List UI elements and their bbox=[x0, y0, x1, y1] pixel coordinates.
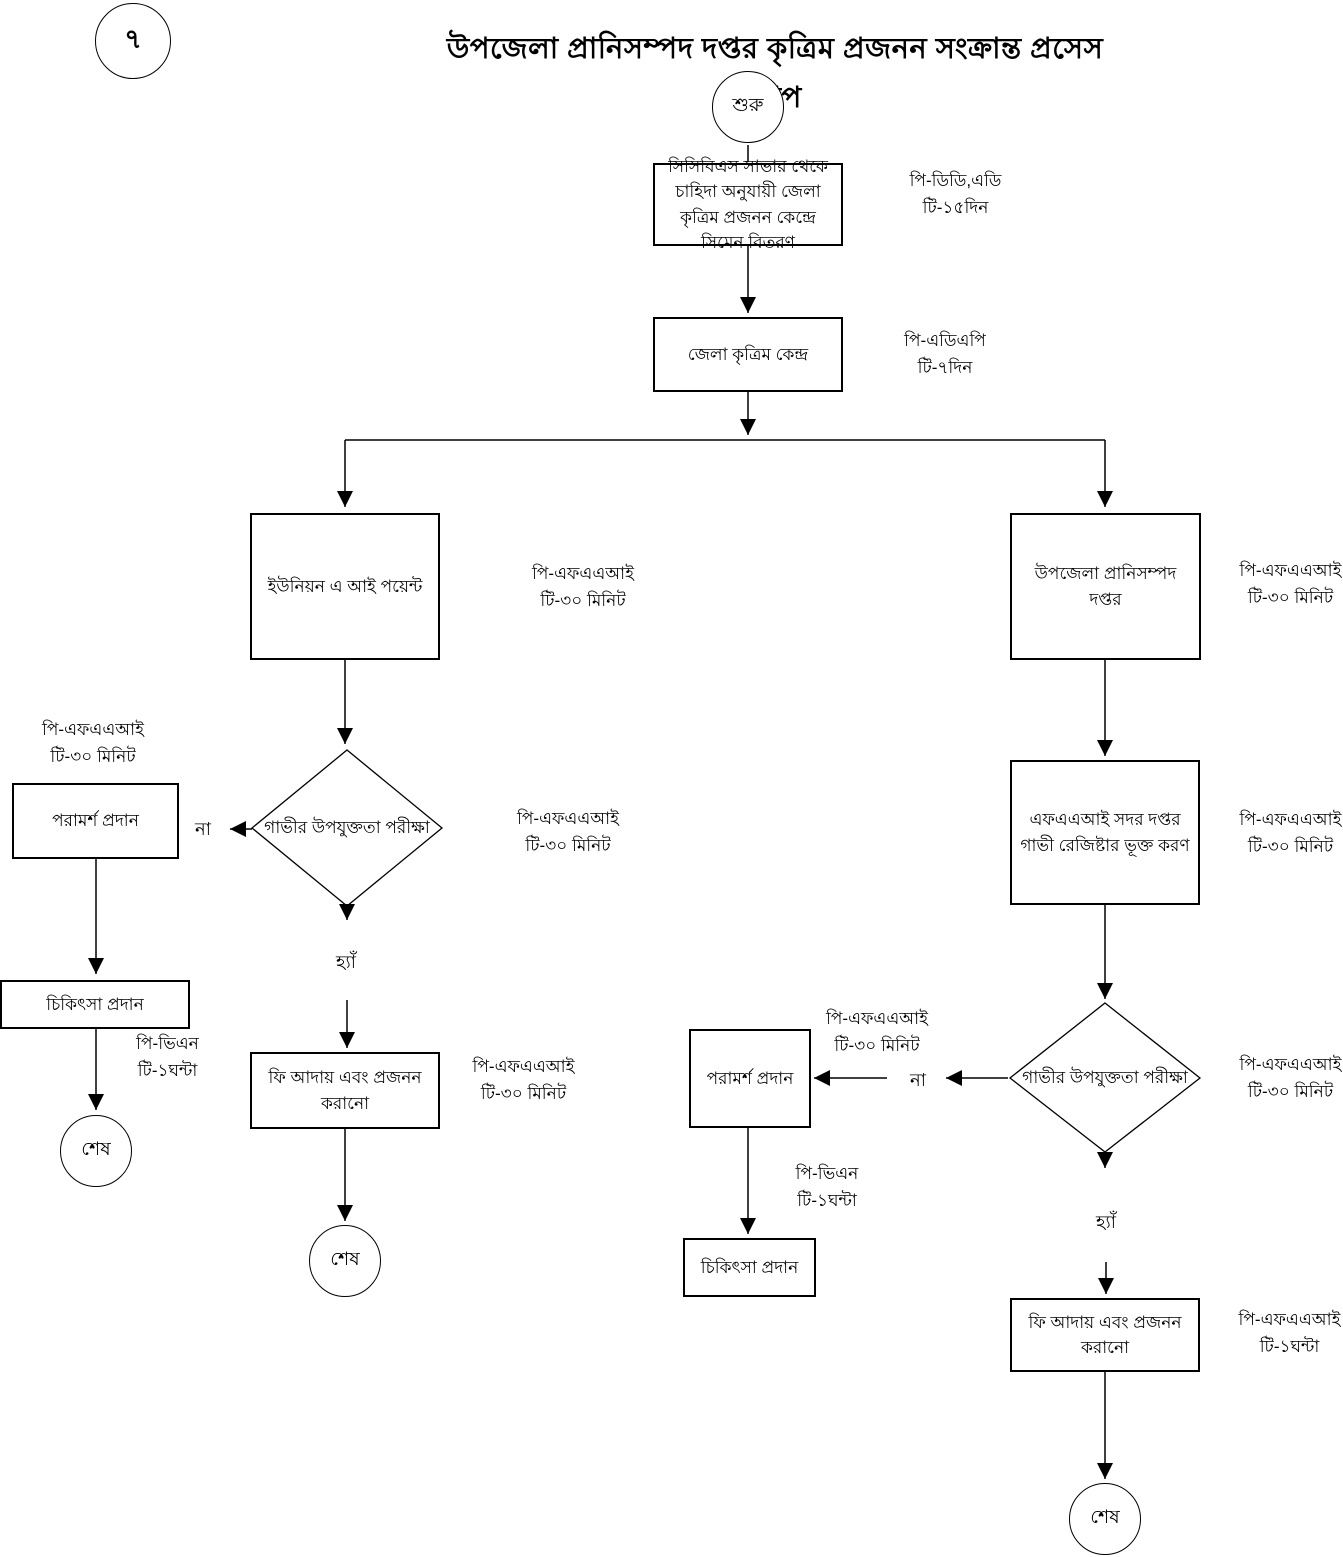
start-terminal: শুরু bbox=[712, 71, 784, 143]
node-left-fee-and-insemination: ফি আদায় এবং প্রজনন করানো bbox=[250, 1052, 440, 1129]
node-district-ai-center: জেলা কৃত্রিম কেন্দ্র bbox=[653, 317, 843, 392]
end-label-center: শেষ bbox=[330, 1249, 360, 1270]
node-right-treatment: চিকিৎসা প্রদান bbox=[683, 1238, 816, 1297]
annotation-left-advice: পি-এফএএআই টি-৩০ মিনিট bbox=[28, 716, 158, 770]
branch-label-left-yes: হ্যাঁ bbox=[336, 952, 356, 972]
annotation-right-advice-person: পি-এফএএআই bbox=[826, 1009, 928, 1028]
start-label: শুরু bbox=[732, 95, 764, 116]
annotation-faai-register: পি-এফএএআই টি-৩০ মিনিট bbox=[1238, 806, 1343, 860]
annotation-district-center: পি-এডিএপি টি-৭দিন bbox=[885, 327, 1005, 381]
end-terminal-left: শেষ bbox=[60, 1115, 132, 1187]
end-label-left: শেষ bbox=[81, 1139, 111, 1160]
annotation-left-treatment-person: পি-ভিএন bbox=[136, 1034, 199, 1053]
annotation-left-decision-person: পি-এফএএআই bbox=[517, 809, 619, 828]
page-number-badge: ৭ bbox=[95, 3, 171, 79]
node-left-advice: পরামর্শ প্রদান bbox=[12, 783, 179, 859]
annotation-register-person: পি-এফএএআই bbox=[1239, 810, 1342, 829]
node-upazila-livestock-office: উপজেলা প্রানিসম্পদ দপ্তর bbox=[1010, 513, 1201, 660]
annotation-register-time: টি-৩০ মিনিট bbox=[1247, 837, 1334, 857]
annotation-left-decision-time: টি-৩০ মিনিট bbox=[525, 836, 611, 856]
annotation-left-fee-person: পি-এফএএআই bbox=[472, 1057, 575, 1076]
decision-label-left-cow-suitability: গাভীর উপযুক্ততা পরীক্ষা bbox=[264, 818, 430, 838]
node-right-advice: পরামর্শ প্রদান bbox=[689, 1029, 811, 1128]
annotation-union-time: টি-৩০ মিনিট bbox=[540, 591, 626, 611]
annotation-right-advice-time: টি-৩০ মিনিট bbox=[834, 1036, 920, 1056]
annotation-ccbs-person: পি-ডিডি,এডি bbox=[909, 171, 1002, 190]
annotation-ccbs: পি-ডিডি,এডি টি-১৫দিন bbox=[888, 167, 1023, 221]
end-terminal-center: শেষ bbox=[309, 1225, 381, 1297]
annotation-left-advice-time: টি-৩০ মিনিট bbox=[50, 747, 136, 767]
node-ccbs-semen-distribution: সিসিবিএস সাভার থেকে চাহিদা অনুযায়ী জেলা… bbox=[653, 157, 843, 252]
annotation-right-decision-person: পি-এফএএআই bbox=[1239, 1055, 1342, 1074]
annotation-upazila-person: পি-এফএএআই bbox=[1239, 561, 1342, 580]
end-label-right: শেষ bbox=[1090, 1507, 1120, 1528]
annotation-ccbs-time: টি-১৫দিন bbox=[922, 198, 989, 218]
annotation-right-decision-time: টি-৩০ মিনিট bbox=[1247, 1082, 1334, 1102]
annotation-left-decision: পি-এফএএআই টি-৩০ মিনিট bbox=[503, 805, 633, 859]
node-right-fee-and-insemination: ফি আদায় এবং প্রজনন করানো bbox=[1010, 1298, 1200, 1372]
annotation-district-person: পি-এডিএপি bbox=[904, 331, 986, 350]
page-number: ৭ bbox=[124, 23, 142, 54]
annotation-right-treatment-time: টি-১ঘন্টা bbox=[797, 1191, 857, 1211]
branch-label-right-no: না bbox=[910, 1070, 926, 1090]
end-terminal-right: শেষ bbox=[1069, 1483, 1141, 1555]
annotation-upazila-time: টি-৩০ মিনিট bbox=[1247, 588, 1334, 608]
annotation-right-decision: পি-এফএএআই টি-৩০ মিনিট bbox=[1238, 1051, 1343, 1105]
annotation-right-advice: পি-এফএএআই টি-৩০ মিনিট bbox=[822, 1005, 932, 1059]
annotation-left-treatment: পি-ভিএন টি-১ঘন্টা bbox=[125, 1030, 210, 1084]
annotation-right-fee-time: টি-১ঘন্টা bbox=[1259, 1337, 1320, 1357]
decision-label-right-cow-suitability: গাভীর উপযুক্ততা পরীক্ষা bbox=[1022, 1068, 1188, 1088]
annotation-left-fee-time: টি-৩০ মিনিট bbox=[480, 1084, 567, 1104]
annotation-district-time: টি-৭দিন bbox=[917, 358, 973, 378]
node-left-treatment: চিকিৎসা প্রদান bbox=[0, 980, 190, 1029]
branch-label-right-yes: হ্যাঁ bbox=[1096, 1212, 1116, 1232]
annotation-left-advice-person: পি-এফএএআই bbox=[42, 720, 144, 739]
annotation-left-treatment-time: টি-১ঘন্টা bbox=[137, 1061, 198, 1081]
annotation-union-person: পি-এফএএআই bbox=[532, 564, 634, 583]
annotation-right-fee-person: পি-এফএএআই bbox=[1238, 1310, 1341, 1329]
node-faai-hq-cow-register: এফএএআই সদর দপ্তর গাভী রেজিষ্টার ভূক্ত কর… bbox=[1010, 760, 1200, 905]
node-union-ai-point: ইউনিয়ন এ আই পয়েন্ট bbox=[250, 513, 440, 660]
annotation-right-treatment-person: পি-ভিএন bbox=[795, 1164, 859, 1183]
branch-label-left-no: না bbox=[195, 819, 211, 839]
annotation-union-ai-point: পি-এফএএআই টি-৩০ মিনিট bbox=[518, 560, 648, 614]
annotation-right-fee: পি-এফএএআই টি-১ঘন্টা bbox=[1236, 1306, 1343, 1360]
annotation-left-fee: পি-এফএএআই টি-৩০ মিনিট bbox=[466, 1053, 581, 1107]
annotation-right-treatment: পি-ভিএন টি-১ঘন্টা bbox=[783, 1160, 871, 1214]
annotation-upazila-office: পি-এফএএআই টি-৩০ মিনিট bbox=[1238, 557, 1343, 611]
